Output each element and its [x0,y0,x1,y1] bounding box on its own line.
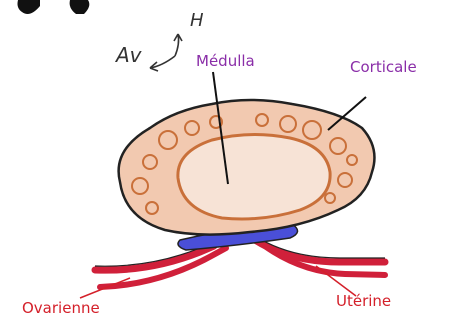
cortex-label: Corticale [350,58,417,76]
ovarian-vessel-label: Ovarienne [22,299,100,317]
cropped-heading-fragment [18,0,41,14]
orientation-arrows [150,34,182,71]
cropped-heading-fragment-2 [70,0,90,14]
superior-label: H [190,10,204,31]
anterior-label: Av [114,43,143,67]
uterine-vessel-label: Utérine [336,292,391,310]
anterior-arrow-icon [150,56,175,71]
superior-arrow-icon [174,34,182,56]
medulla-label: Médulla [196,52,255,70]
ovary-medulla [178,134,330,219]
